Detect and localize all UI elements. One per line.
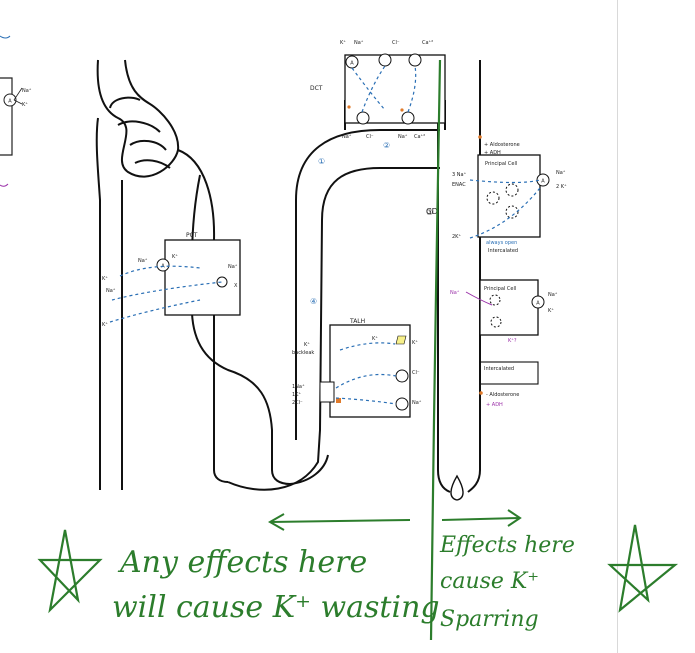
cd-k-out-2: K⁺ (548, 308, 554, 314)
cd-principal-cell-1: Principal Cell + Aldosterone + ADH 3 Na⁺… (452, 135, 567, 254)
dct-pump-label: A (350, 61, 354, 67)
talh-k1: 1K⁺ (292, 392, 301, 398)
page-boundary (617, 0, 618, 653)
dct-k-top: K⁺ (340, 40, 346, 46)
talh-cell: TALH K⁺ backleak 1Na⁺ 1K⁺ 2Cl⁻ K⁺ Cl⁻ Na… (292, 318, 422, 418)
pct-x-label: X (234, 283, 238, 289)
pct-na-label-2: Na⁺ (138, 258, 148, 264)
cd-k2b: 2K⁺ (452, 234, 461, 240)
talh-cl2: 2Cl⁻ (292, 400, 303, 406)
nephron-outline (95, 59, 481, 493)
annotation-right-line2: cause K⁺ (440, 569, 539, 594)
cd-na3: 3 Na⁺ (452, 172, 467, 178)
cd-k2: 2 K⁺ (556, 184, 567, 190)
pct-label: PCT (186, 232, 198, 239)
cd-label: CD (426, 207, 438, 216)
star-icon-left (37, 529, 103, 614)
segment-number-2: ② (383, 141, 390, 150)
talh-backleak-k: K⁺ (304, 342, 310, 348)
cd-k-question: K⁺? (508, 338, 517, 344)
talh-na1: 1Na⁺ (292, 384, 305, 390)
cd-pump-label-2: A (536, 301, 540, 307)
pct-k-label: K⁺ (172, 254, 178, 260)
talh-cl-out: Cl⁻ (412, 370, 420, 376)
pct-k-label-3: K⁺ (102, 322, 108, 328)
cd-principal-label-1: Principal Cell (485, 161, 517, 167)
left-k-label: K⁺ (22, 102, 28, 108)
pct-k-label-2: K⁺ (102, 276, 108, 282)
pct-na-label-3: Na⁺ (106, 288, 116, 294)
green-arrows (267, 509, 522, 531)
cd-adh-bottom: + ADH (486, 402, 503, 408)
cd-intercalated-1: Intercalated (488, 248, 518, 254)
cd-na-out-2: Na⁺ (548, 292, 558, 298)
star-icon-right (607, 524, 679, 613)
dct-label: DCT (310, 85, 323, 92)
collecting-duct-outlet (450, 474, 464, 501)
cd-adh-top: + ADH (484, 150, 501, 156)
cd-aldo-bottom: - Aldosterone (486, 392, 519, 398)
segment-number-4: ④ (310, 297, 317, 306)
segment-number-3: ③ (426, 208, 433, 217)
left-na-label: Na⁺ (22, 88, 32, 94)
dct-ca-top: Ca⁺² (422, 40, 433, 46)
talh-k-out: K⁺ (412, 340, 418, 346)
cd-pump-label-1: A (541, 179, 545, 185)
talh-backleak-label: backleak (292, 350, 314, 356)
green-divider (429, 59, 442, 641)
cd-na-purple: Na⁺ (450, 290, 460, 296)
left-pump-label: A (8, 99, 12, 105)
annotation-right-line1: Effects here (439, 533, 575, 558)
cd-principal-label-2: Principal Cell (484, 286, 516, 292)
annotation-right-line3: Sparring (440, 607, 539, 632)
annotation-left-line2: will cause K⁺ wasting (112, 590, 440, 625)
dct-cl-bottom: Cl⁻ (366, 134, 374, 140)
dct-na-bottom-2: Na⁺ (398, 134, 408, 140)
cd-intercalated-2: Intercalated (484, 366, 514, 372)
dct-na-top: Na⁺ (354, 40, 364, 46)
talh-k-inner: K⁺ (372, 336, 378, 342)
dct-ca-bottom: Ca⁺² (414, 134, 425, 140)
cd-principal-cell-2: Principal Cell Na⁺ A Na⁺ K⁺ K⁺? Intercal… (450, 279, 558, 408)
dct-cell: DCT A K⁺ Na⁺ Cl⁻ Ca⁺² Na⁺ Cl⁻ Na⁺ Ca⁺² (310, 40, 446, 140)
dct-na-bottom: Na⁺ (342, 134, 352, 140)
pct-cell: PCT A K⁺ Na⁺ X Na⁺ K⁺ Na⁺ K⁺ (102, 232, 241, 328)
cd-enac: ENAC (452, 182, 466, 188)
talh-na-out: Na⁺ (412, 400, 422, 406)
cd-na-out-1: Na⁺ (556, 170, 566, 176)
segment-number-1: ① (318, 157, 325, 166)
talh-label: TALH (349, 318, 365, 325)
dct-cl-top: Cl⁻ (392, 40, 400, 46)
pct-na-label: Na⁺ (228, 264, 238, 270)
left-cropped-fragment: A Na⁺ K⁺ (0, 35, 32, 187)
cd-always-open: always open (486, 240, 517, 246)
annotation-left-line1: Any effects here (117, 545, 367, 580)
cd-aldo-top: + Aldosterone (484, 142, 520, 148)
